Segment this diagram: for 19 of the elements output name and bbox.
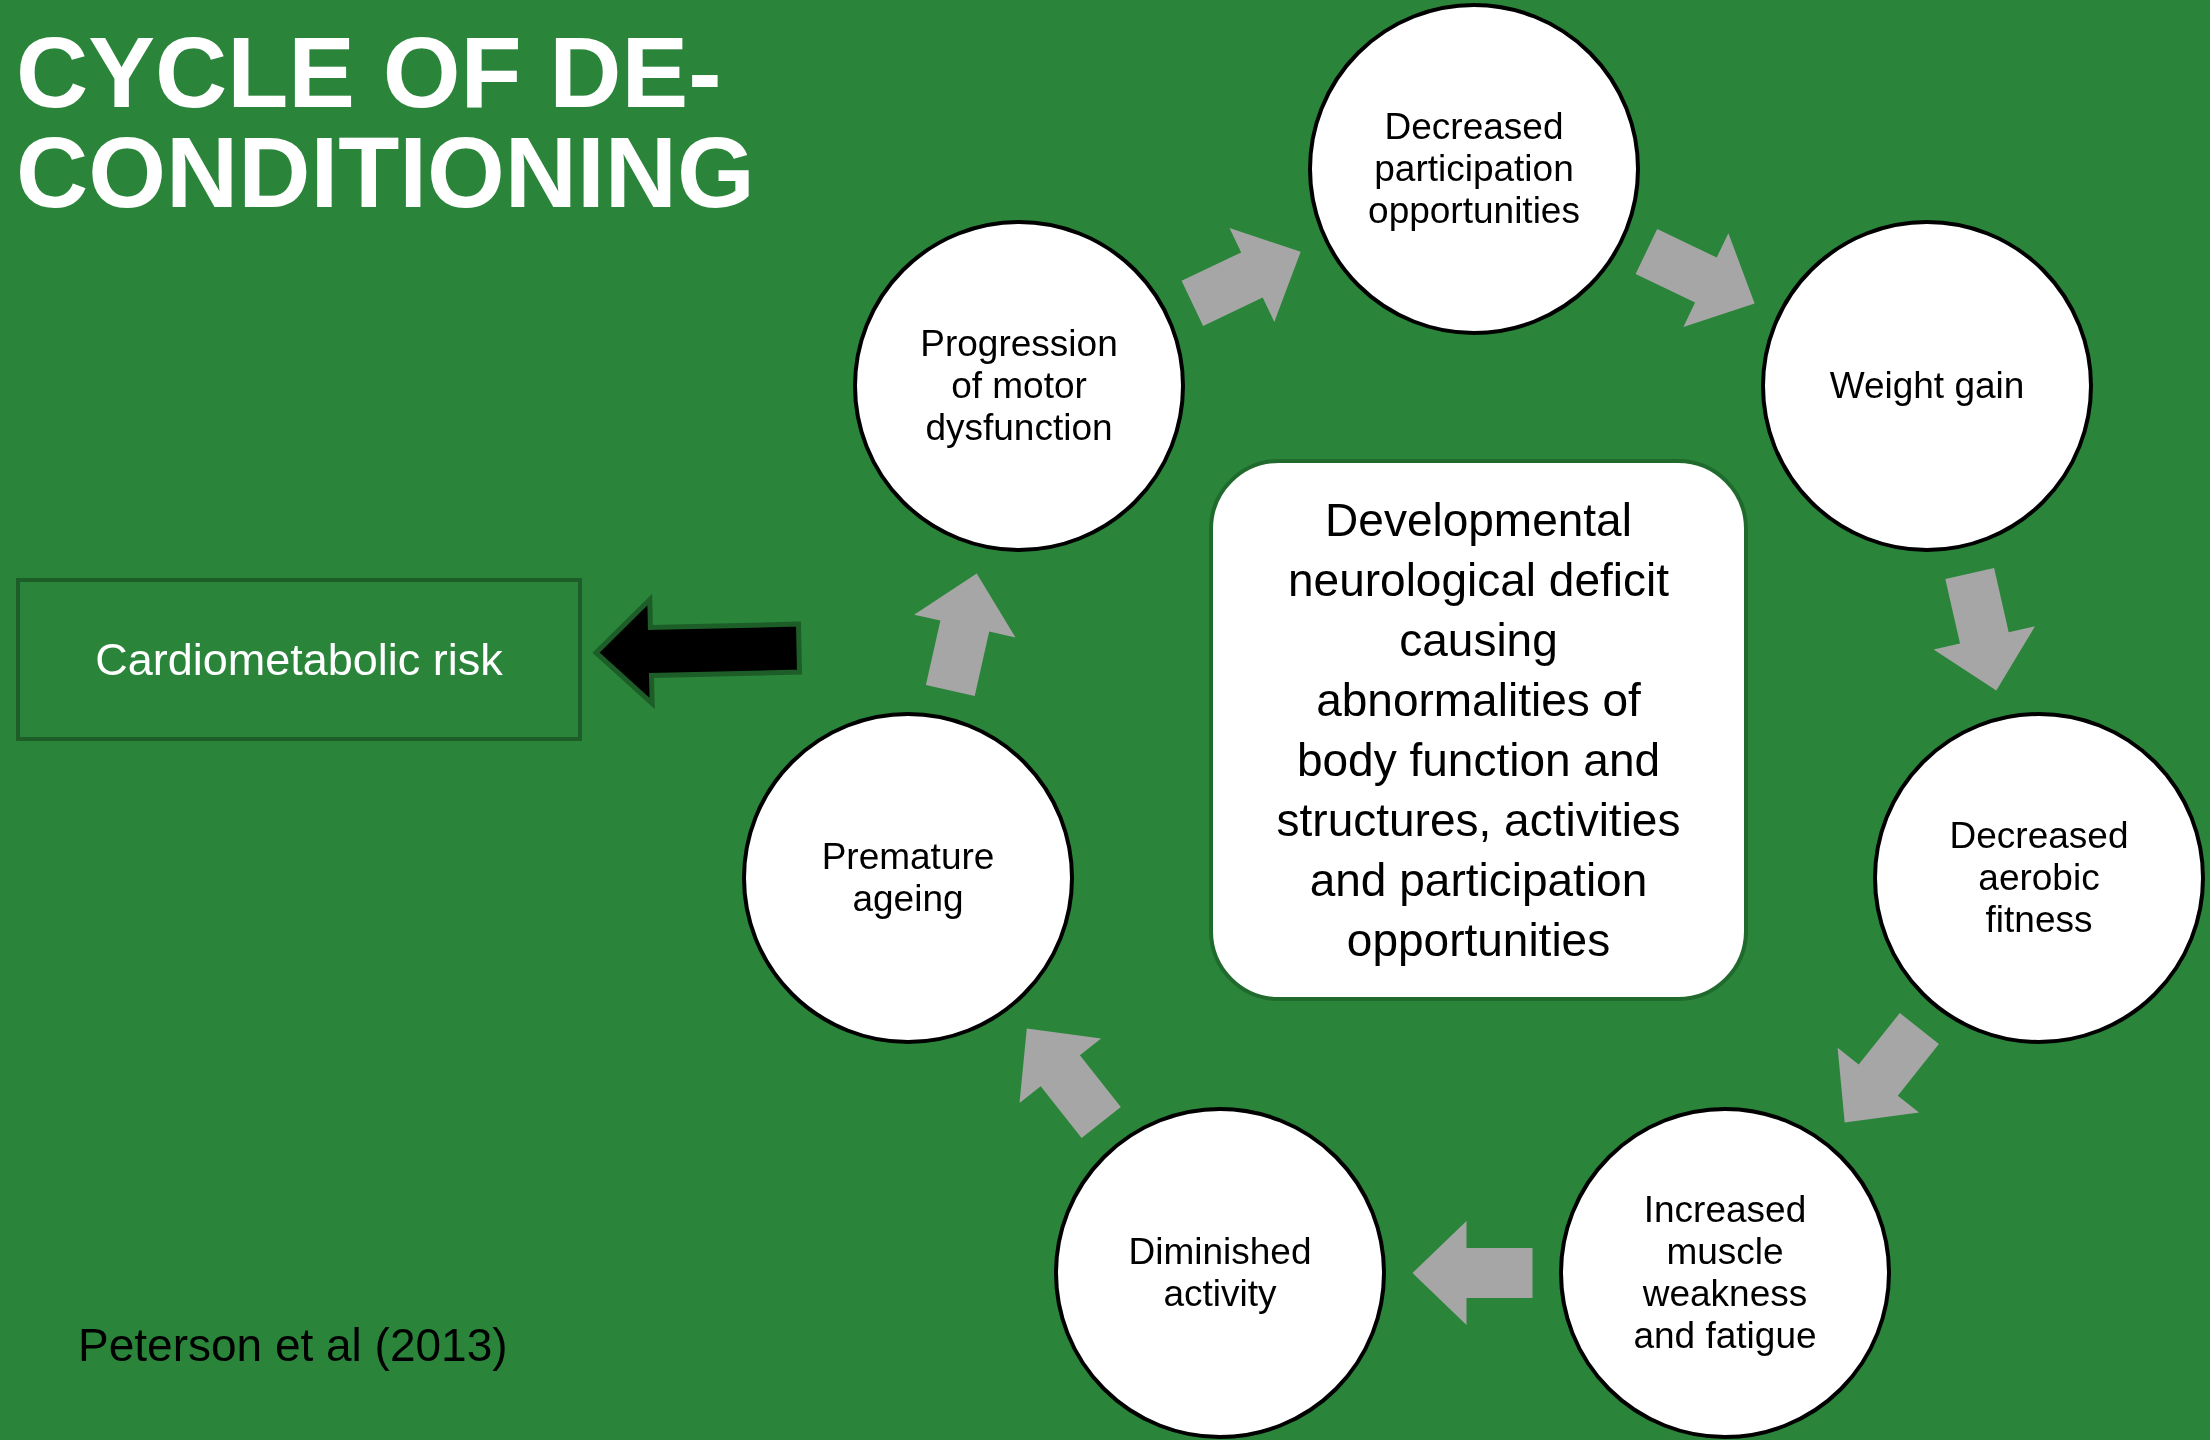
block-arrow xyxy=(592,593,803,710)
block-arrow xyxy=(1933,567,2035,691)
block-arrow xyxy=(1019,1028,1121,1139)
citation: Peterson et al (2013) xyxy=(78,1318,508,1372)
circle-node: Increased muscle weakness and fatigue xyxy=(1559,1107,1891,1439)
circle-node: Weight gain xyxy=(1761,220,2093,552)
block-arrow xyxy=(1412,1221,1533,1325)
block-arrow xyxy=(1181,228,1301,326)
block-arrow xyxy=(1635,229,1755,327)
circle-node: Diminished activity xyxy=(1054,1107,1386,1439)
circle-node: Decreased aerobic fitness xyxy=(1873,712,2205,1044)
circle-node: Progression of motor dysfunction xyxy=(853,220,1185,552)
block-arrow xyxy=(1837,1013,1939,1123)
circle-node: Premature ageing xyxy=(742,712,1074,1044)
title: CYCLE OF DE-CONDITIONING xyxy=(16,22,756,222)
block-arrow xyxy=(914,573,1016,696)
outlined-box: Cardiometabolic risk xyxy=(16,578,582,741)
rounded-box: Developmental neurological deficit causing abnormalities of body function and structures, activities and participation opportunities xyxy=(1209,459,1748,1001)
circle-node: Decreased participation opportunities xyxy=(1308,3,1640,335)
